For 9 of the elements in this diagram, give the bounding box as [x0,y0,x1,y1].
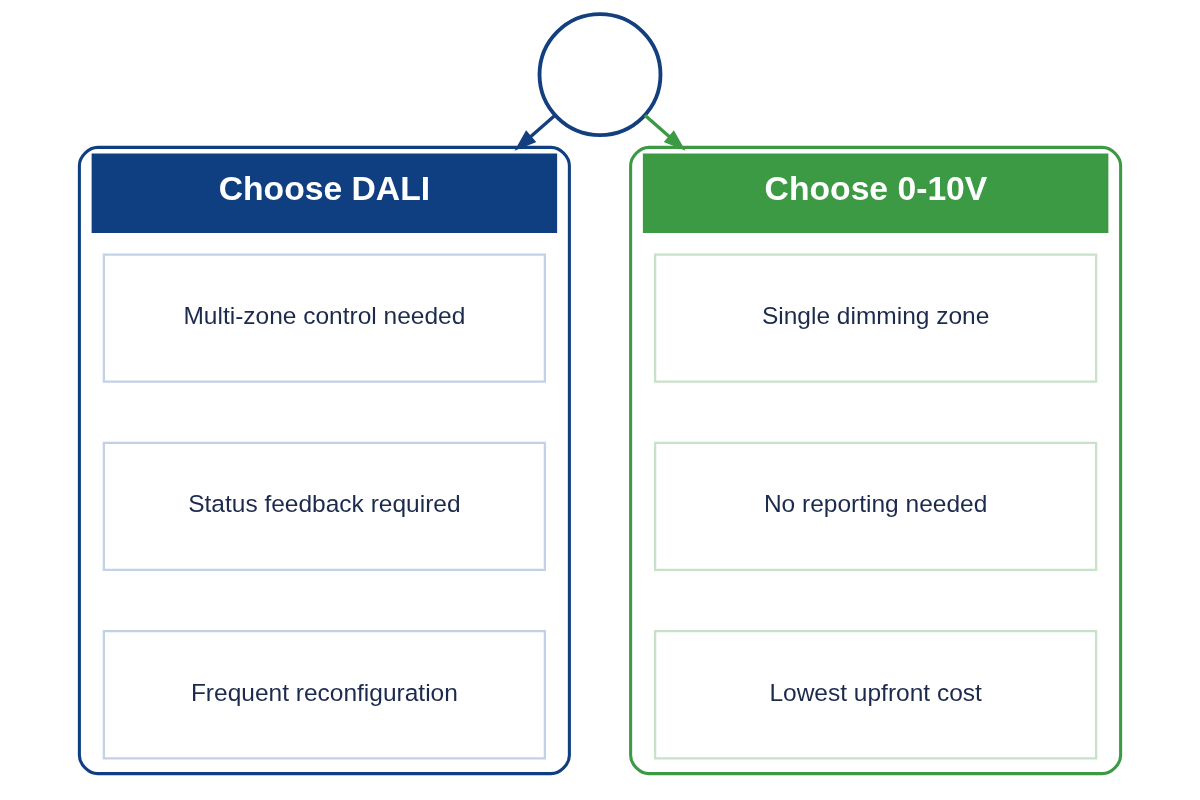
node-box: Single dimming zone [654,253,1098,383]
node-box: Multi-zone control needed [102,253,547,383]
arrow [514,114,557,151]
node-circle [537,12,663,137]
node-box: No reporting needed [654,441,1098,572]
node-box: Status feedback required [102,441,547,572]
node-box: Lowest upfront cost [654,630,1098,760]
arrow [643,114,686,151]
node-box: Frequent reconfiguration [102,630,547,760]
